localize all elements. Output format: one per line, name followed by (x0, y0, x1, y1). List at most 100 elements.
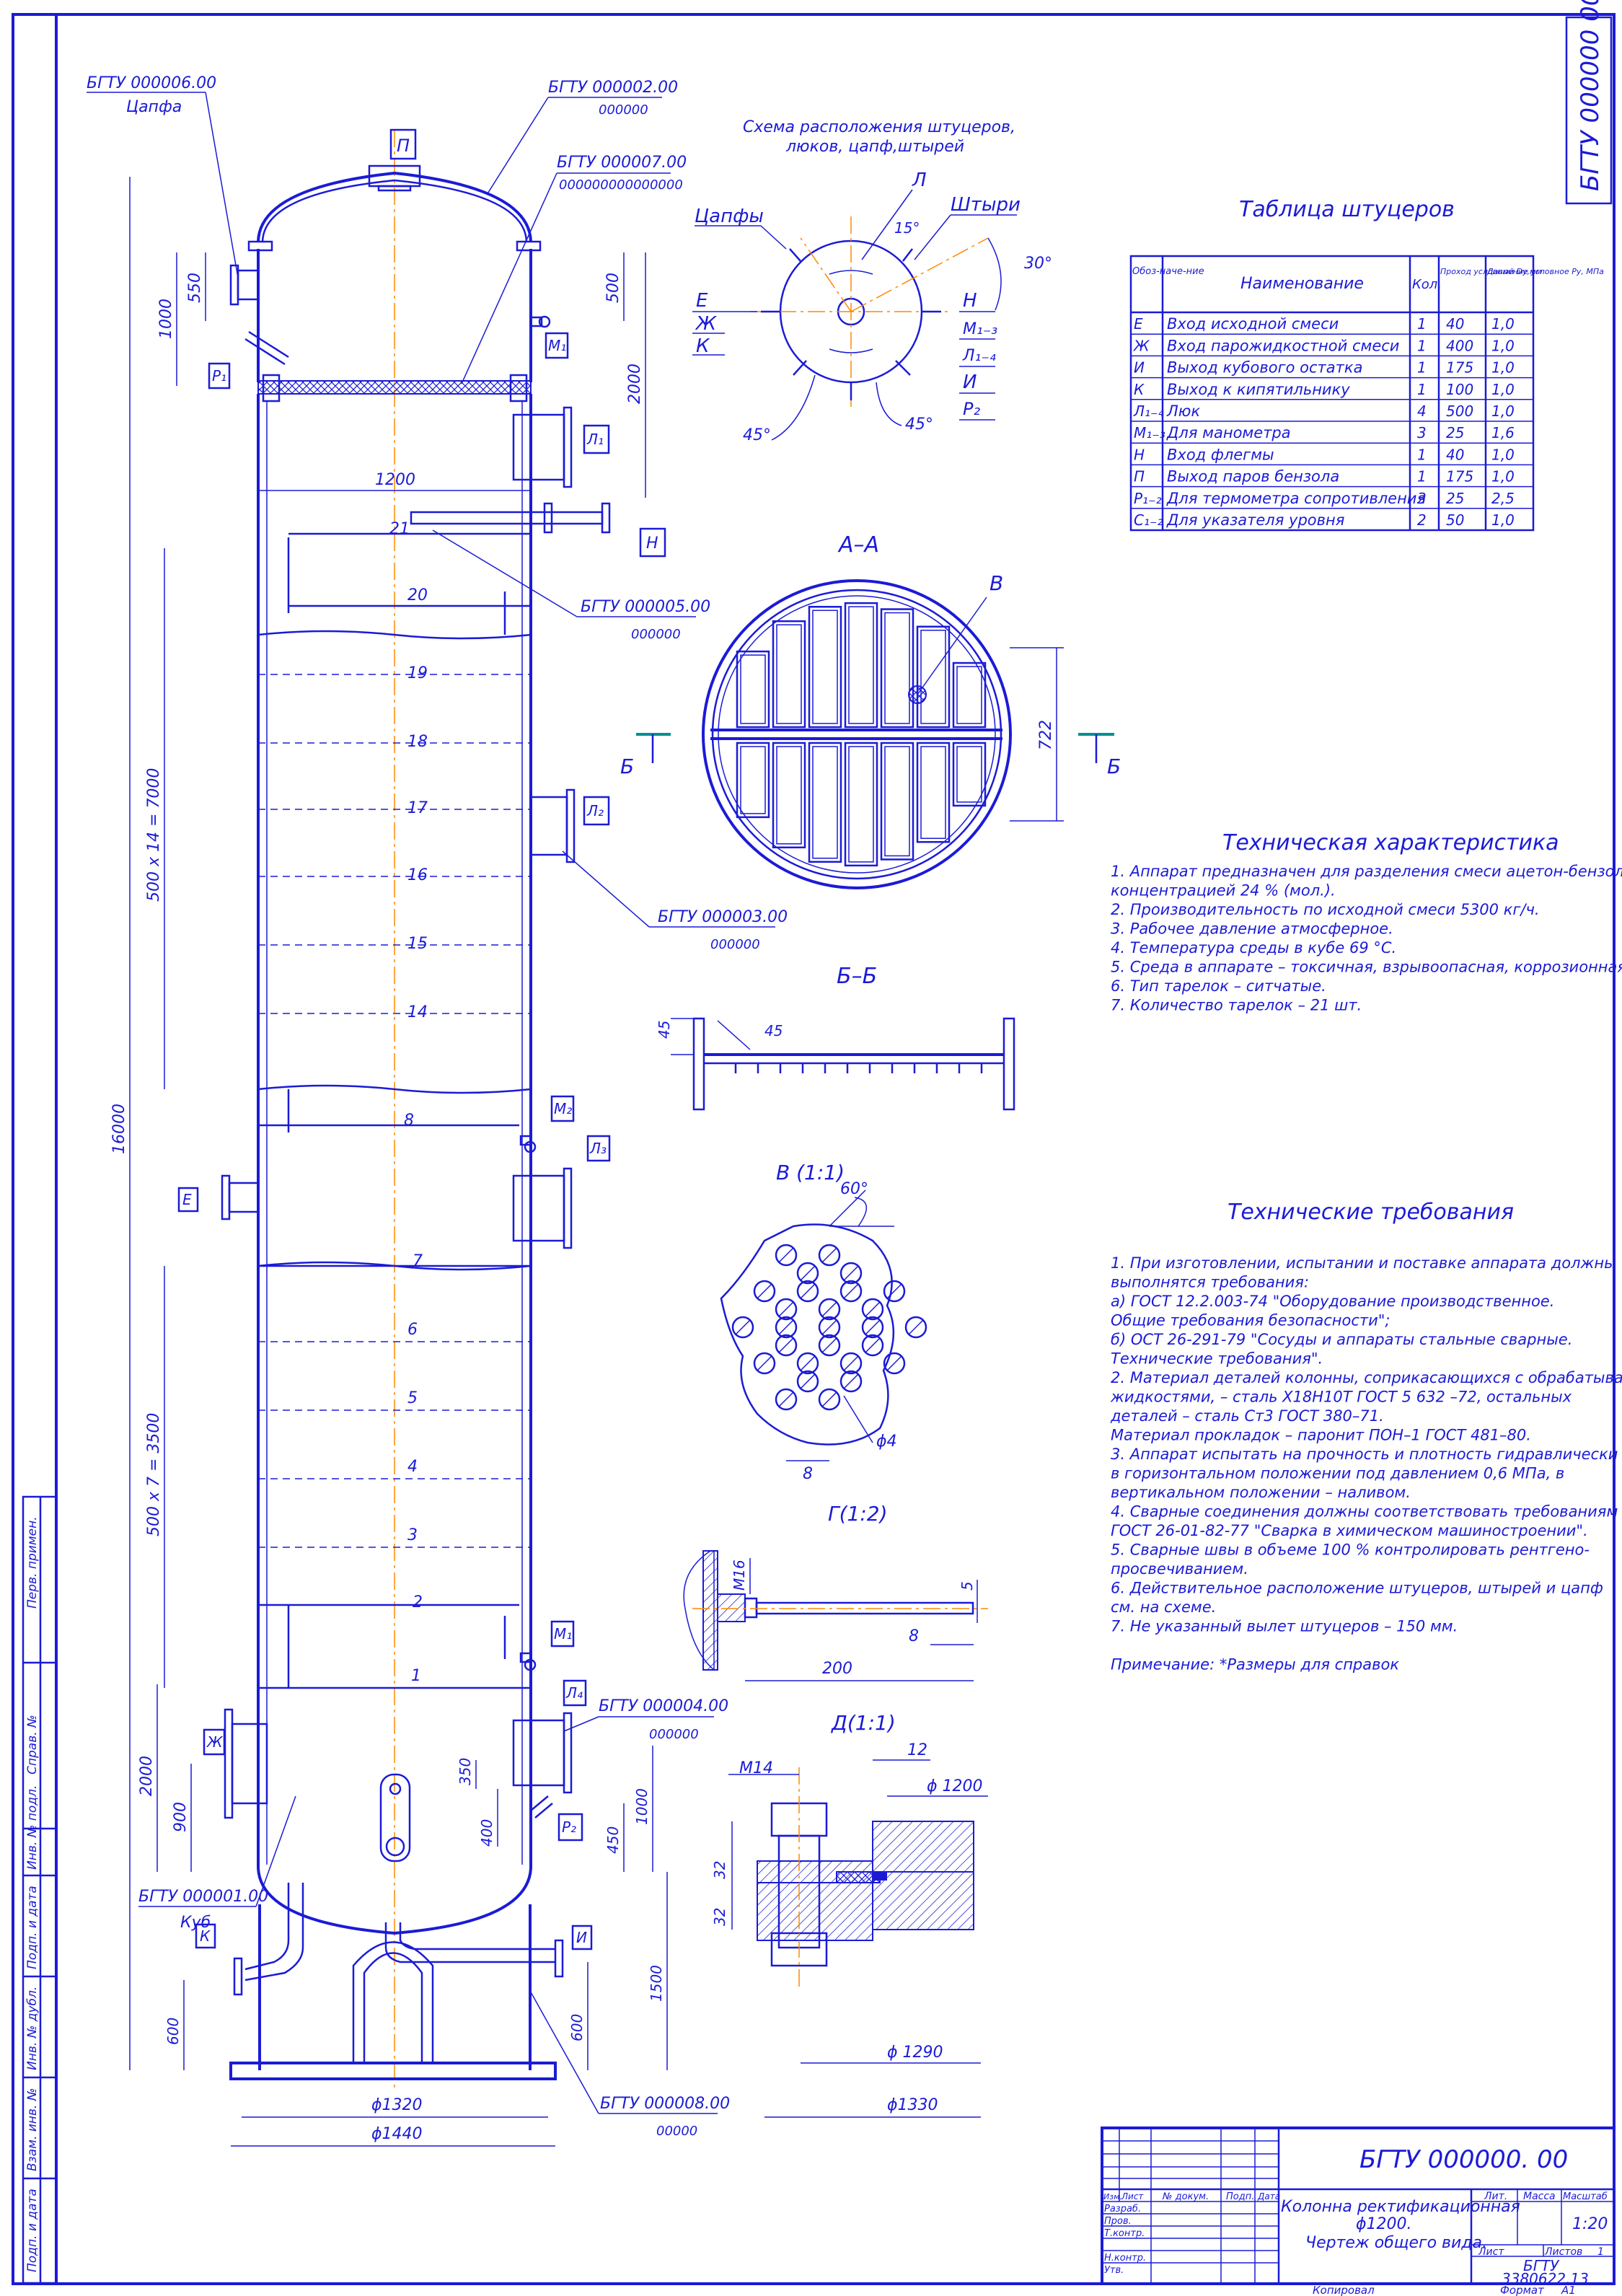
table-cell: 2,5 (1491, 490, 1515, 507)
tray-number: 3 (407, 1526, 418, 1544)
dim-450: 450 (604, 1826, 622, 1854)
detail-d-title: Д(1:1) (830, 1711, 896, 1735)
leader-pipe-code: БГТУ 000005.00 (581, 598, 710, 616)
dim-2000-bottom: 2000 (138, 1756, 156, 1796)
scheme-right-0: Н (963, 290, 977, 312)
section-aa-b-right: Б (1107, 755, 1121, 778)
table-cell: 1 (1417, 359, 1427, 377)
title-block: Изм. Лист № докум. Подп. Дата Разраб. Пр… (1101, 2126, 1616, 2296)
table-header-1: Наименование (1240, 275, 1364, 293)
table-cell: 3 (1417, 424, 1427, 441)
stamp-code: БГТУ 000000 00 (1576, 0, 1605, 191)
detail-g: Г(1:2) М16 5 8 200 (683, 1502, 988, 1681)
table-cell: Ж (1132, 337, 1150, 354)
tb-role-1: Пров. (1104, 2216, 1132, 2227)
scheme-L: Л (912, 170, 927, 191)
tray-number: 20 (407, 586, 428, 604)
tb-sheets: Листов (1544, 2246, 1582, 2258)
text-line: 5. Среда в аппарате – токсичная, взрывоо… (1111, 959, 1622, 976)
dim-phi1320: ϕ1320 (371, 2096, 423, 2114)
text-line: 2. Материал деталей колонны, соприкасающ… (1111, 1369, 1622, 1386)
top-nozzles: Р₁ М₁ Л₁ Н (208, 264, 666, 558)
table-cell: 40 (1446, 315, 1464, 333)
dim-16000: 16000 (110, 1104, 128, 1154)
nozzle-l1-mark (583, 424, 610, 454)
section-bb-45a: 45 (656, 1021, 673, 1039)
table-cell: К (1134, 381, 1145, 398)
tb-format-v: А1 (1561, 2284, 1576, 2296)
nozzle-i-mark (571, 1925, 593, 1950)
table-cell: 1,0 (1491, 403, 1515, 420)
text-line: выполнятся требования: (1111, 1274, 1309, 1291)
text-line: ГОСТ 26-01-82-77 "Сварка в химическом ма… (1111, 1522, 1588, 1539)
leader-packing-sub: 000000000000000 (559, 177, 683, 193)
table-cell: Вход флегмы (1167, 446, 1274, 463)
tb-role-0: Разраб. (1104, 2204, 1141, 2214)
section-aa: А–А В 722 Б Б (620, 532, 1121, 889)
leader-hatch-sub: 000000 (710, 937, 760, 952)
nozzle-table: Таблица штуцеров Обоз-наче-ние Наименова… (1129, 197, 1604, 532)
table-cell: 1 (1417, 468, 1427, 485)
scheme-right-2: Л₁₋₄ (962, 347, 996, 365)
nozzle-i-label: И (576, 1929, 587, 1946)
tray-number: 21 (389, 520, 410, 538)
nozzle-l1-label: Л₁ (586, 431, 604, 448)
nozzle-n-label: Н (646, 535, 658, 553)
table-cell: 1,0 (1491, 381, 1515, 398)
section-aa-b-left: Б (620, 755, 634, 778)
tray-number: 4 (407, 1458, 418, 1476)
table-cell: П (1134, 468, 1145, 485)
dim-550: 550 (186, 273, 204, 303)
trays (258, 532, 531, 1689)
tb-role-2: Т.контр. (1104, 2228, 1145, 2239)
text-line: 7. Не указанный вылет штуцеров – 150 мм. (1111, 1618, 1458, 1635)
tb-name1: Колонна ректификационная (1281, 2198, 1520, 2216)
leader-cube-name: Куб (180, 1914, 211, 1932)
tray-number: 6 (407, 1321, 418, 1339)
table-header-2: Кол. (1412, 277, 1442, 292)
tech-req-title: Технические требования (1227, 1200, 1514, 1225)
table-cell: 25 (1446, 490, 1464, 507)
nozzle-l2-mark (583, 796, 610, 826)
nozzle-m3-mark (550, 1620, 575, 1648)
text-line: 3. Рабочее давление атмосферное. (1111, 920, 1393, 938)
tb-sheets-n: 1 (1597, 2246, 1604, 2258)
nozzle-e-mark (177, 1187, 199, 1213)
side-label-0: Перв. примен. (25, 1516, 40, 1609)
nozzle-l4-mark (563, 1679, 587, 1707)
detail-v: В (1:1) 60° 8 ϕ4 (720, 1161, 927, 1483)
table-cell: 1 (1417, 337, 1427, 354)
side-label-2: Подп. и дата (25, 1886, 40, 1969)
dim-500: 500 (604, 273, 622, 303)
table-cell: Е (1134, 315, 1143, 333)
leader-tsapfa-name: Цапфа (126, 98, 182, 116)
side-label-6: Инв. № подл. (25, 1785, 40, 1870)
scheme-right-1: М₁₋₃ (963, 320, 997, 338)
tb-col-4: Дата (1257, 2191, 1280, 2202)
dim-top-section: 500 x 14 = 7000 (145, 768, 163, 902)
tray-grid (736, 602, 987, 867)
table-cell: Для указателя уровня (1166, 511, 1344, 529)
tb-copied: Копировал (1313, 2284, 1375, 2296)
text-line: Материал прокладок – паронит ПОН–1 ГОСТ … (1111, 1427, 1531, 1444)
detail-d-32a: 32 (711, 1861, 728, 1879)
nozzle-p1-label: Р₁ (212, 367, 226, 384)
bottom-nozzles: М₁ Л₄ Ж Р₂ (203, 1620, 587, 1862)
nozzle-p1-mark (208, 362, 231, 390)
tb-role-4: Н.контр. (1104, 2253, 1146, 2264)
table-cell: Выход к кипятильнику (1167, 381, 1350, 398)
section-bb: Б–Б 45 45 (656, 964, 1015, 1111)
tb-col-3: Подп. (1226, 2191, 1254, 2202)
tb-name2: ϕ1200. (1356, 2215, 1412, 2233)
nozzle-p2-mark (557, 1813, 583, 1842)
side-label-4: Взам. инв. № (25, 2088, 40, 2171)
text-line: 4. Температура среды в кубе 69 °С. (1111, 939, 1396, 956)
table-cell: 4 (1417, 403, 1427, 420)
top-head (257, 171, 532, 242)
tech-characteristics: Техническая характеристика 1. Аппарат пр… (1111, 830, 1622, 1014)
dim-350: 350 (457, 1758, 474, 1785)
table-cell: 1 (1417, 446, 1427, 463)
nozzle-m2-label: М₂ (554, 1100, 572, 1117)
bottom-head (257, 1868, 532, 1935)
nozzle-n-mark (639, 527, 666, 558)
